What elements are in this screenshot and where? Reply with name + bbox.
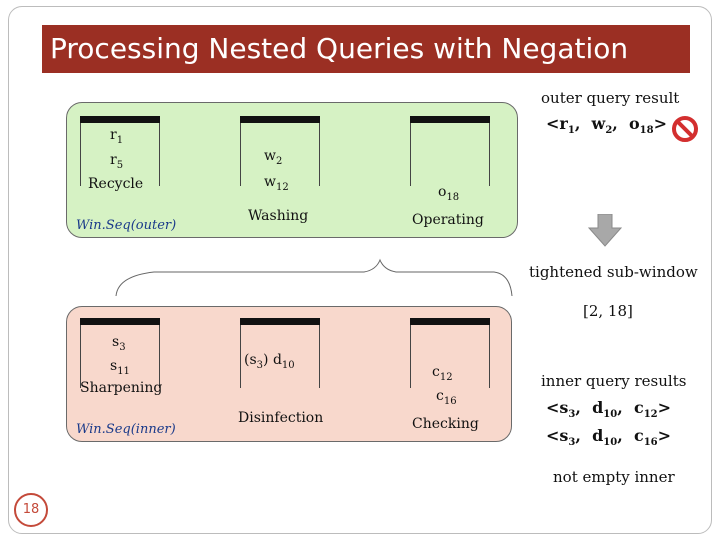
event-s11: s11 (110, 358, 130, 377)
down-arrow-icon (588, 214, 622, 247)
slide-frame (8, 6, 712, 534)
no-sign-icon (672, 116, 698, 142)
event-r5: r5 (110, 152, 124, 171)
event-o18: o18 (438, 184, 460, 203)
inner-result-1: <s3, d10, c12> (546, 398, 672, 421)
event-c12: c12 (432, 364, 453, 383)
page-number: 18 (14, 493, 48, 527)
window-checking (410, 318, 490, 388)
window-label-sharpening: Sharpening (80, 380, 163, 396)
event-w12: w12 (264, 174, 289, 193)
event-d10: (s3) d10 (244, 352, 295, 371)
event-r1: r1 (110, 127, 124, 146)
event-w2: w2 (264, 148, 283, 167)
inner-results-label: inner query results (541, 372, 687, 390)
tightened-sub-window-label: tightened sub-window (529, 263, 698, 281)
window-label-disinfection: Disinfection (238, 410, 324, 426)
window-operating (410, 116, 490, 186)
outer-result-label: outer query result (541, 89, 680, 107)
window-label-operating: Operating (412, 212, 484, 228)
outer-stream-label: Win.Seq(outer) (76, 218, 177, 233)
outer-stream-panel (66, 102, 518, 238)
window-sharpening (80, 318, 160, 388)
inner-stream-panel (66, 306, 512, 442)
window-recycle (80, 116, 160, 186)
window-washing (240, 116, 320, 186)
window-label-checking: Checking (412, 416, 479, 432)
event-s3: s3 (112, 334, 126, 353)
event-c16: c16 (436, 388, 457, 407)
window-disinfection (240, 318, 320, 388)
inner-stream-label: Win.Seq(inner) (76, 422, 176, 437)
window-label-washing: Washing (248, 208, 309, 224)
not-empty-inner-label: not empty inner (553, 468, 675, 486)
slide-title: Processing Nested Queries with Negation (42, 25, 690, 73)
inner-result-2: <s3, d10, c16> (546, 426, 672, 449)
outer-result-tuple: <r1, w2, o18> (546, 114, 667, 137)
sub-window-range: [2, 18] (583, 302, 633, 320)
window-label-recycle: Recycle (88, 176, 144, 192)
grouping-brace (115, 258, 513, 297)
